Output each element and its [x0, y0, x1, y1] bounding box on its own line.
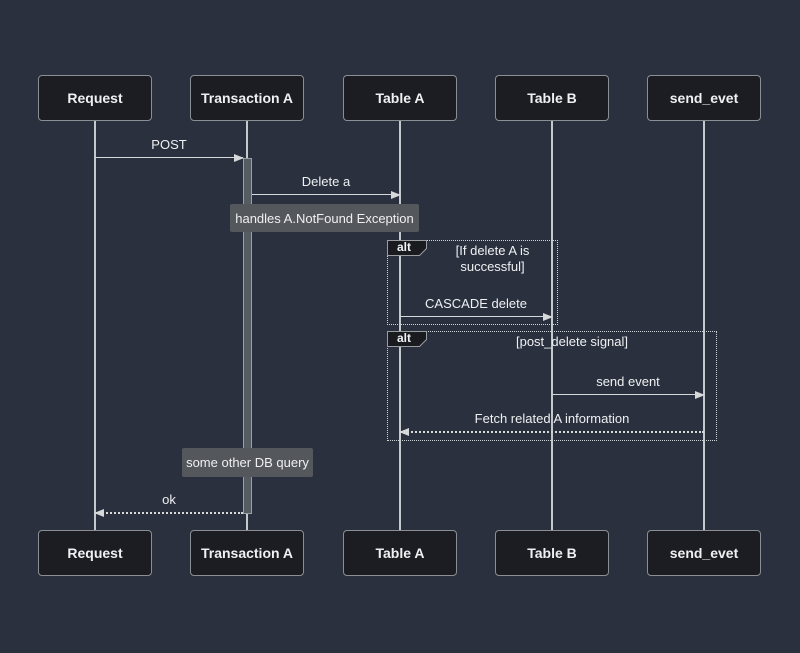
participant-label: Table A [375, 90, 425, 106]
lifeline-table-b [551, 121, 553, 531]
participant-request-bottom: Request [38, 530, 152, 576]
message-line [552, 394, 704, 395]
lifeline-send-evet [703, 121, 705, 531]
arrowhead-right-icon [234, 153, 244, 162]
message-line [400, 316, 552, 317]
alt-frame-delete-successful: alt [If delete A is successful] [387, 240, 558, 325]
message-line [252, 194, 400, 195]
participant-label: send_evet [669, 90, 739, 106]
participant-label: Table A [375, 545, 425, 561]
arrowhead-right-icon [391, 190, 401, 199]
alt-label: alt [396, 240, 411, 254]
lifeline-table-a [399, 121, 401, 531]
arrowhead-left-icon [399, 427, 409, 436]
participant-table-a-bottom: Table A [343, 530, 457, 576]
participant-table-a-top: Table A [343, 75, 457, 121]
participant-table-b-bottom: Table B [495, 530, 609, 576]
message-line-dashed [400, 431, 704, 433]
arrowhead-left-icon [94, 508, 104, 517]
alt-label: alt [396, 331, 411, 345]
note-text: handles A.NotFound Exception [235, 210, 414, 226]
message-label: CASCADE delete [425, 296, 527, 311]
alt-condition: [If delete A is successful] [428, 243, 557, 275]
note-text: some other DB query [186, 455, 309, 470]
note-handles-exception: handles A.NotFound Exception [230, 204, 419, 232]
participant-table-b-top: Table B [495, 75, 609, 121]
participant-send-evet-top: send_evet [647, 75, 761, 121]
arrowhead-right-icon [695, 390, 705, 399]
lifeline-request [94, 121, 96, 531]
alt-label-tab: alt [387, 331, 427, 347]
participant-label: Table B [527, 545, 577, 561]
message-label: POST [151, 137, 187, 152]
alt-tab-shape-icon [387, 331, 427, 347]
message-label: Delete a [301, 174, 351, 189]
activation-bar-transaction-a [243, 158, 252, 514]
message-line-dashed [95, 512, 243, 514]
message-line [95, 157, 243, 158]
alt-condition-text: [post_delete signal] [515, 334, 629, 349]
note-db-query: some other DB query [182, 448, 313, 477]
arrowhead-right-icon [543, 312, 553, 321]
participant-transaction-a-bottom: Transaction A [190, 530, 304, 576]
participant-label: Table B [527, 90, 577, 106]
participant-request-top: Request [38, 75, 152, 121]
message-label: Fetch related A information [474, 411, 630, 426]
participant-send-evet-bottom: send_evet [647, 530, 761, 576]
participant-label: send_evet [669, 545, 739, 561]
participant-label: Request [67, 90, 123, 106]
alt-frame-post-delete-signal: alt [post_delete signal] [387, 331, 717, 441]
participant-label: Request [67, 545, 123, 561]
message-label: ok [162, 492, 176, 507]
participant-label: Transaction A [200, 90, 294, 106]
participant-transaction-a-top: Transaction A [190, 75, 304, 121]
participant-label: Transaction A [200, 545, 294, 561]
alt-condition: [post_delete signal] [428, 334, 716, 350]
message-label: send event [596, 374, 660, 389]
alt-condition-text: [If delete A is successful] [455, 243, 530, 274]
alt-tab-shape-icon [387, 240, 427, 256]
alt-label-tab: alt [387, 240, 427, 256]
